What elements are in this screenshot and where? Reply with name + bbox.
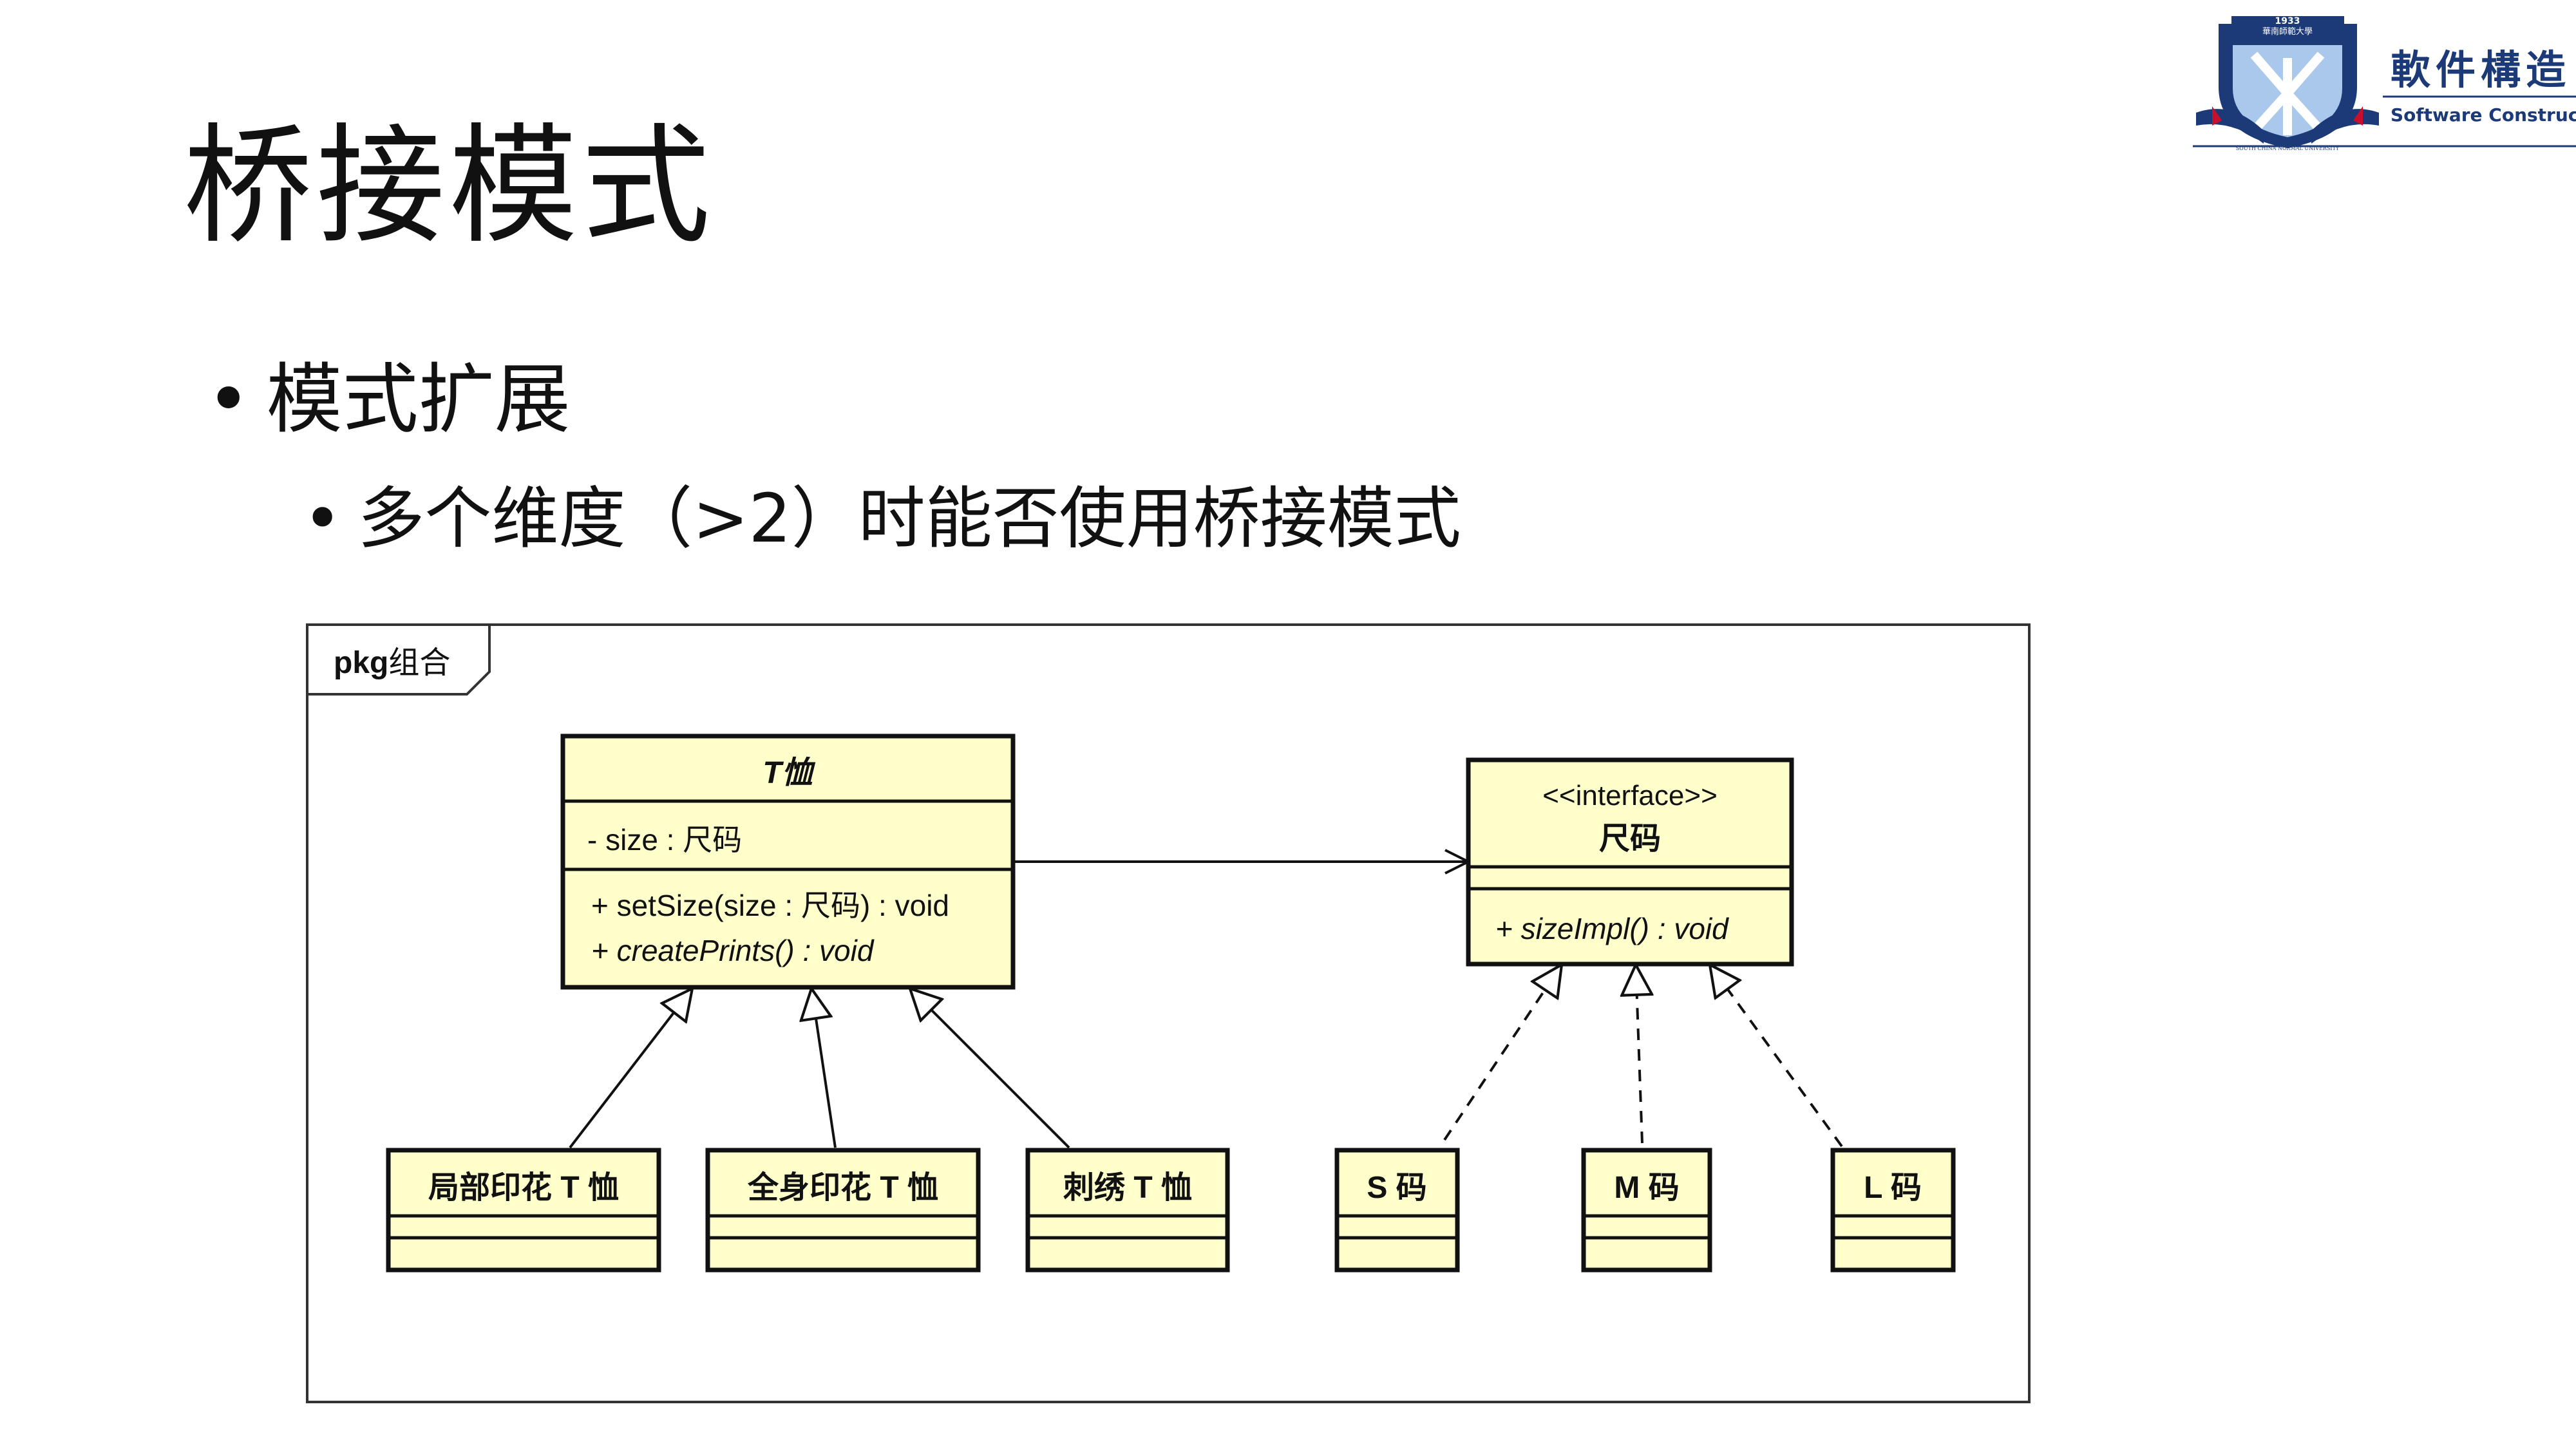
bullet-level-2: •多个维度（>2）时能否使用桥接模式	[303, 477, 1461, 560]
realization-arrows	[1443, 965, 1843, 1148]
bullet-level-1: •模式扩展	[206, 354, 571, 444]
logo-course-cn: 軟件構造	[2391, 46, 2571, 93]
interface-size-op: + sizeImpl() : void	[1495, 912, 1729, 945]
package-name: 组合	[388, 646, 450, 680]
bullet-text-mode-extension: 模式扩展	[266, 355, 571, 444]
class-embroidered-tshirt: 刺绣 T 恤	[1025, 1148, 1230, 1273]
bullet-text-question: 多个维度（>2）时能否使用桥接模式	[357, 479, 1461, 558]
logo-university-en: SOUTH CHINA NORMAL UNIVERSITY	[2236, 146, 2340, 151]
class-size-l: L 码	[1830, 1148, 1956, 1273]
class-tshirt-op-createprints: + createPrints() : void	[591, 934, 875, 967]
logo-course-en: Software Construction	[2391, 104, 2576, 126]
class-tshirt: T恤 - size : 尺码 + setSize(size : 尺码) : vo…	[560, 734, 1016, 990]
logo-year: 1933	[2275, 16, 2300, 26]
class-size-s-name: S 码	[1367, 1171, 1426, 1205]
class-size-s: S 码	[1334, 1148, 1460, 1273]
class-full-print-name: 全身印花 T 恤	[747, 1170, 938, 1205]
class-size-m-name: M 码	[1614, 1171, 1679, 1205]
class-tshirt-op-setsize: + setSize(size : 尺码) : void	[591, 889, 949, 922]
generalization-arrows	[569, 989, 1070, 1149]
class-partial-print-tshirt: 局部印花 T 恤	[386, 1148, 661, 1273]
interface-size: <<interface>> 尺码 + sizeImpl() : void	[1466, 757, 1794, 967]
class-full-print-tshirt: 全身印花 T 恤	[705, 1148, 981, 1273]
class-size-l-name: L 码	[1864, 1171, 1922, 1205]
logo-university-cn: 華南師範大學	[2262, 26, 2313, 37]
interface-size-stereotype: <<interface>>	[1542, 780, 1718, 811]
slide-title: 桥接模式	[184, 111, 715, 261]
bullet-dot: •	[303, 479, 343, 558]
package-keyword: pkg	[334, 646, 388, 680]
bullet-dot: •	[206, 355, 251, 444]
shield-emblem-icon	[2196, 16, 2379, 148]
class-embroidered-name: 刺绣 T 恤	[1063, 1171, 1192, 1205]
interface-size-name: 尺码	[1599, 822, 1661, 856]
university-logo: 1933 華南師範大學 SOUTH CHINA NORMAL UNIVERSIT…	[2193, 16, 2576, 151]
class-size-m: M 码	[1581, 1148, 1712, 1273]
class-partial-print-name: 局部印花 T 恤	[428, 1171, 619, 1205]
class-tshirt-attribute: - size : 尺码	[587, 823, 742, 857]
class-tshirt-name: T恤	[762, 756, 815, 790]
package-label: pkg组合	[334, 646, 450, 680]
